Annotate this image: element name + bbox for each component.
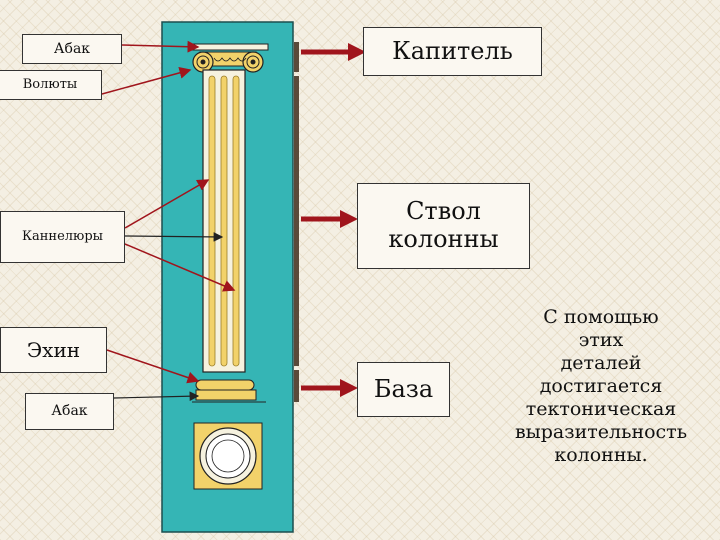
base-torus — [195, 379, 255, 391]
volute-right-icon — [242, 51, 264, 73]
shaft-bracket — [294, 76, 299, 366]
base-plinth — [195, 389, 257, 401]
leader-volyuty — [101, 66, 192, 95]
base-plan-core — [211, 439, 245, 473]
part-stvol: Ствол колонны — [357, 183, 530, 269]
flute — [220, 75, 228, 367]
label-abak-bottom: Абак — [25, 393, 114, 430]
part-kapitel: Капитель — [363, 27, 542, 76]
leader-abak-bottom — [113, 391, 200, 401]
leader-ekhin — [106, 349, 200, 384]
label-kannelyury: Каннелюры — [0, 211, 125, 263]
label-ekhin: Эхин — [0, 327, 107, 373]
abacus-slab — [187, 43, 269, 51]
base-bracket — [294, 370, 299, 402]
explanation-note: С помощью этих деталей достигается текто… — [514, 306, 688, 466]
capital-egg-dart — [213, 57, 247, 62]
leader-kannelyury-3 — [124, 243, 236, 292]
leader-abak-top — [121, 40, 200, 53]
label-volyuty: Волюты — [0, 70, 102, 100]
arrow-kapitel — [301, 43, 366, 61]
arrow-baza — [301, 379, 358, 397]
flute — [232, 75, 240, 367]
leader-kannelyury-2 — [124, 232, 224, 242]
label-abak-top: Абак — [22, 34, 122, 64]
flute — [208, 75, 216, 367]
part-baza: База — [357, 362, 450, 417]
volute-left-icon — [192, 51, 214, 73]
arrow-stvol — [301, 210, 358, 228]
capital-bracket — [294, 42, 299, 72]
leader-kannelyury-1 — [124, 179, 210, 229]
